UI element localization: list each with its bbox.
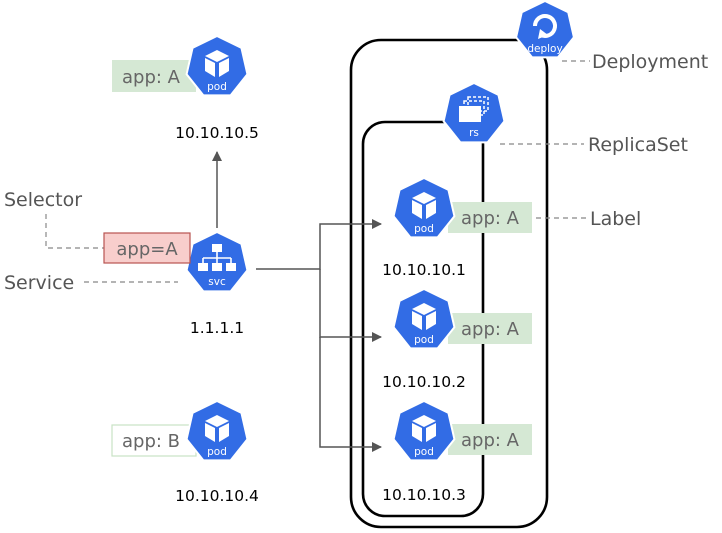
- pod-replica-3: app: A pod 10.10.10.3: [382, 399, 532, 504]
- cube-icon: [412, 415, 436, 442]
- cube-icon: [412, 192, 436, 219]
- selector-tag-text: app=A: [116, 239, 178, 260]
- connectors: [212, 151, 382, 452]
- label-tag-text: app: A: [461, 319, 520, 340]
- cube-icon: [205, 50, 229, 77]
- pod-ip: 10.10.10.1: [382, 261, 466, 279]
- stacked-pages-icon: [459, 96, 489, 122]
- label-tag-text: app: A: [461, 430, 520, 451]
- svc-caption: svc: [208, 276, 226, 288]
- pod-replica-2: app: A pod 10.10.10.2: [382, 287, 532, 391]
- pod-ip: 10.10.10.3: [382, 486, 466, 504]
- pod-caption: pod: [414, 223, 434, 235]
- service-ip: 1.1.1.1: [190, 319, 244, 337]
- deployment-container: [349, 38, 549, 529]
- service-callout: Service: [4, 272, 74, 294]
- rs-icon: rs: [442, 81, 506, 144]
- svc-icon: svc: [185, 230, 249, 293]
- deploy-icon: deploy: [515, 0, 575, 59]
- pod-caption: pod: [414, 334, 434, 346]
- pod-caption: pod: [207, 446, 227, 458]
- selector-callout: Selector: [4, 189, 82, 211]
- rotate-arrow-icon: [533, 14, 557, 38]
- label-tag-text: app: A: [122, 67, 181, 88]
- pod-top: app: A pod 10.10.10.5: [112, 34, 259, 142]
- label-tag-bg: [448, 313, 532, 344]
- label-tag-bg: [448, 202, 532, 233]
- deployment-callout: Deployment: [592, 51, 708, 73]
- label-tag-bg: [111, 424, 197, 457]
- pod-ip: 10.10.10.4: [175, 487, 259, 505]
- cube-icon: [412, 303, 436, 330]
- label-tag-text: app: A: [461, 208, 520, 229]
- pod-ip: 10.10.10.5: [175, 124, 259, 142]
- label-tag-bg: [112, 60, 196, 92]
- cube-icon: [205, 415, 229, 442]
- label-callout: Label: [590, 208, 641, 230]
- service-to-pod1-arrow: [256, 219, 382, 270]
- pod-replica-1: app: A pod 10.10.10.1: [382, 176, 532, 279]
- selector-tag: app=A: [103, 232, 191, 264]
- callout-lines: [45, 60, 590, 283]
- pod-caption: pod: [207, 81, 227, 93]
- network-tree-icon: [198, 244, 236, 271]
- replicaset-callout: ReplicaSet: [588, 134, 688, 156]
- pod-caption: pod: [414, 446, 434, 458]
- deploy-caption: deploy: [527, 43, 562, 55]
- service-to-pod3-arrow: [319, 337, 382, 452]
- selector-callout-line: [45, 214, 104, 249]
- pod-ip: 10.10.10.2: [382, 373, 466, 391]
- rs-caption: rs: [469, 127, 479, 139]
- pod-bottom: app: B pod 10.10.10.4: [111, 399, 259, 505]
- label-tag-bg: [448, 424, 532, 455]
- label-tag-text: app: B: [122, 431, 180, 452]
